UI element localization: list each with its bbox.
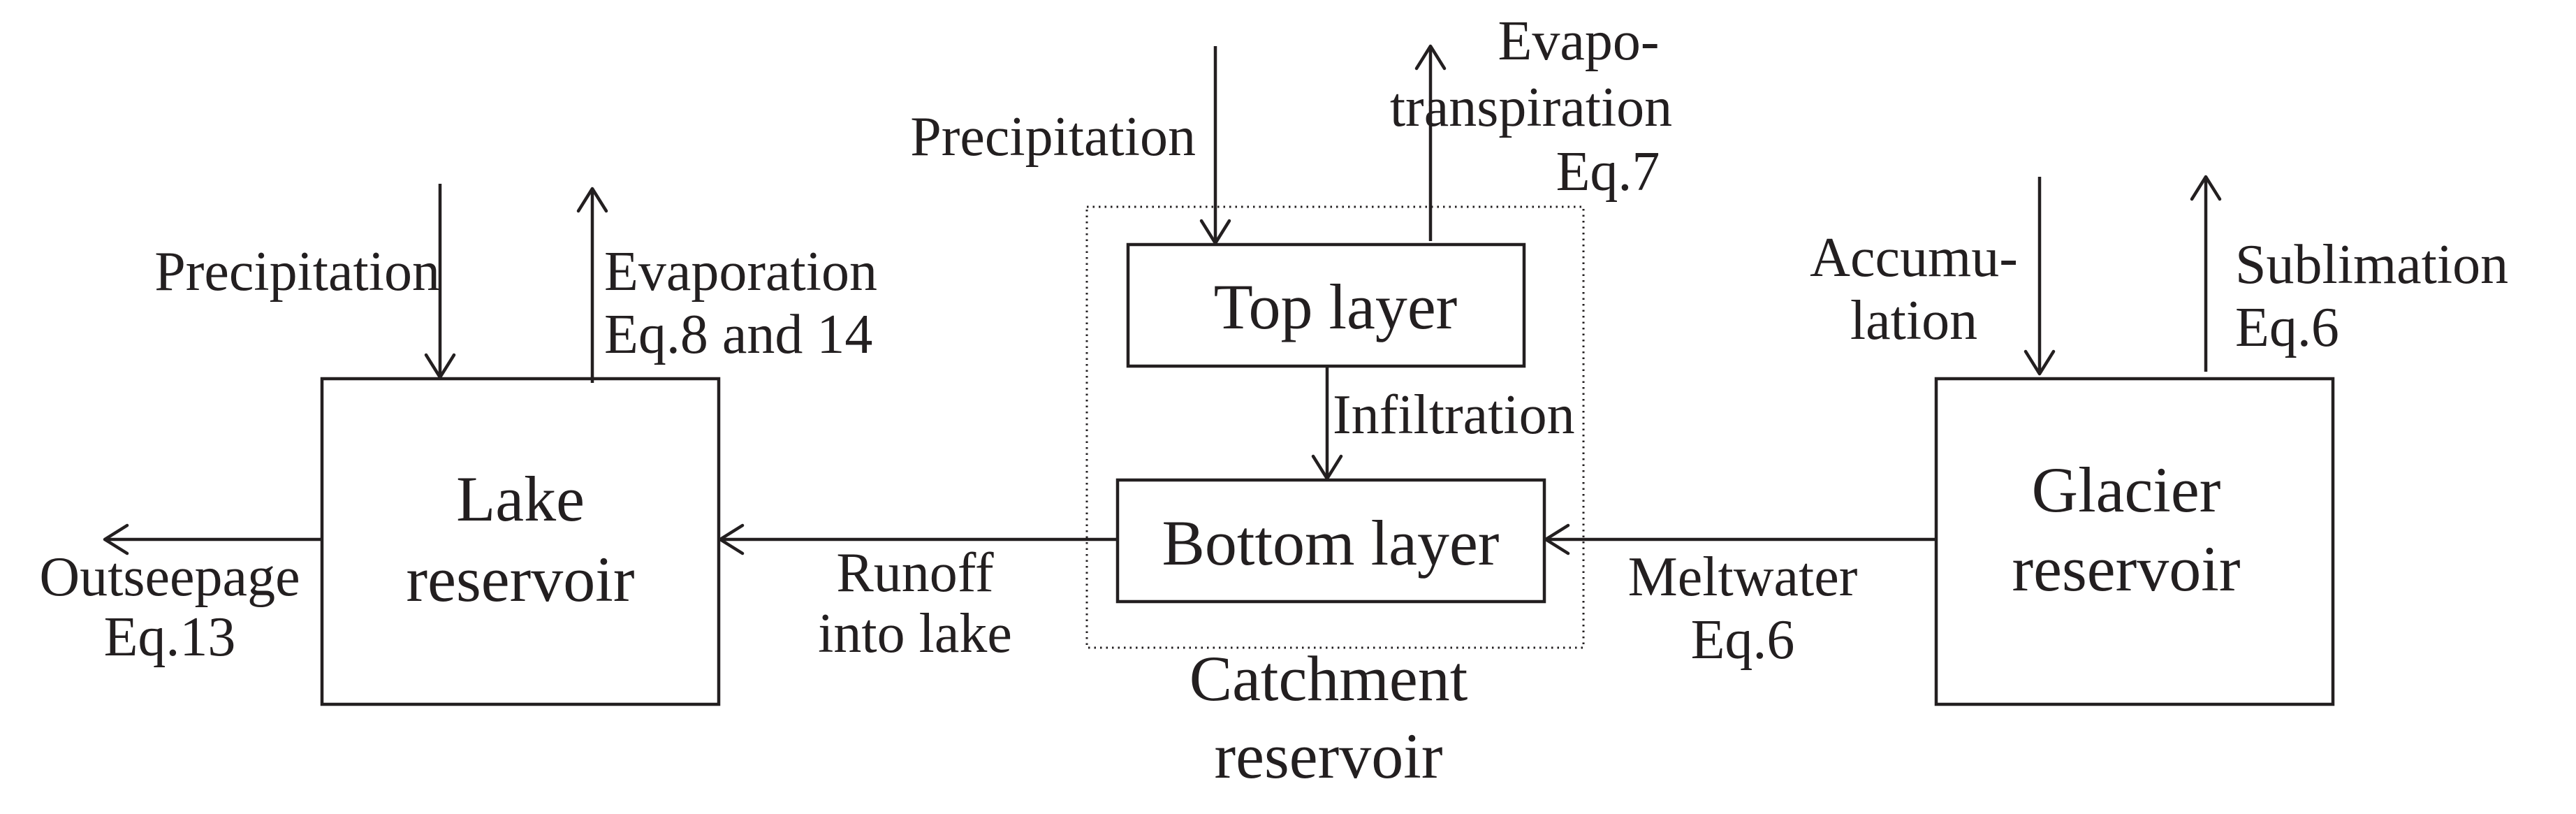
lake-outseepage-label-line1: Outseepage — [39, 546, 300, 608]
evapotranspiration-label-line2: transpiration — [1390, 77, 1672, 138]
lake-evaporation-label-line2: Eq.8 and 14 — [604, 304, 872, 365]
catchment-precipitation-arrow — [1199, 46, 1231, 245]
lake-evaporation-arrow — [576, 187, 608, 383]
lake-precipitation-arrow — [424, 184, 456, 379]
catchment-reservoir-group: Top layer Bottom layer Infiltration Prec… — [910, 10, 1672, 792]
lake-evaporation-label-line1: Evaporation — [604, 241, 877, 303]
evapotranspiration-arrow — [1414, 44, 1447, 241]
lake-reservoir-label-line1: Lake — [456, 463, 585, 535]
infiltration-arrow — [1311, 366, 1343, 481]
runoff-label-line2: into lake — [818, 603, 1012, 664]
catchment-precipitation-label: Precipitation — [910, 106, 1196, 168]
runoff-arrow — [718, 523, 1118, 555]
glacier-reservoir-label-line1: Glacier — [2032, 454, 2221, 525]
lake-precipitation-label: Precipitation — [154, 241, 440, 303]
meltwater-label-line2: Eq.6 — [1691, 609, 1795, 671]
catchment-reservoir-label-line1: Catchment — [1190, 643, 1468, 714]
meltwater-arrow — [1544, 523, 1936, 555]
accumulation-label-line2: lation — [1850, 290, 1977, 351]
bottom-layer-label: Bottom layer — [1162, 507, 1500, 579]
sublimation-label-line1: Sublimation — [2235, 234, 2508, 296]
lake-reservoir-label-line2: reservoir — [407, 544, 635, 615]
lake-reservoir-box — [320, 377, 721, 706]
glacier-reservoir-group: Glacier reservoir Accumu- lation Sublima… — [1810, 175, 2508, 706]
evapotranspiration-label-line3: Eq.7 — [1556, 141, 1660, 203]
accumulation-arrow — [2024, 177, 2056, 376]
meltwater-label-line1: Meltwater — [1628, 546, 1858, 608]
accumulation-label-line1: Accumu- — [1810, 227, 2018, 289]
lake-outseepage-arrow — [103, 523, 322, 555]
glacier-reservoir-label-line2: reservoir — [2012, 533, 2241, 604]
evapotranspiration-label-line1: Evapo- — [1498, 10, 1659, 72]
catchment-reservoir-label-line2: reservoir — [1215, 720, 1443, 792]
lake-reservoir-group: Lake reservoir Precipitation Evaporation… — [39, 184, 877, 706]
glacier-reservoir-box — [1934, 377, 2335, 706]
sublimation-label-line2: Eq.6 — [2235, 297, 2339, 358]
runoff-label-line1: Runoff — [836, 542, 994, 604]
infiltration-label: Infiltration — [1333, 384, 1575, 446]
lake-outseepage-label-line2: Eq.13 — [104, 606, 236, 668]
sublimation-arrow — [2190, 175, 2222, 372]
top-layer-label: Top layer — [1214, 271, 1458, 342]
